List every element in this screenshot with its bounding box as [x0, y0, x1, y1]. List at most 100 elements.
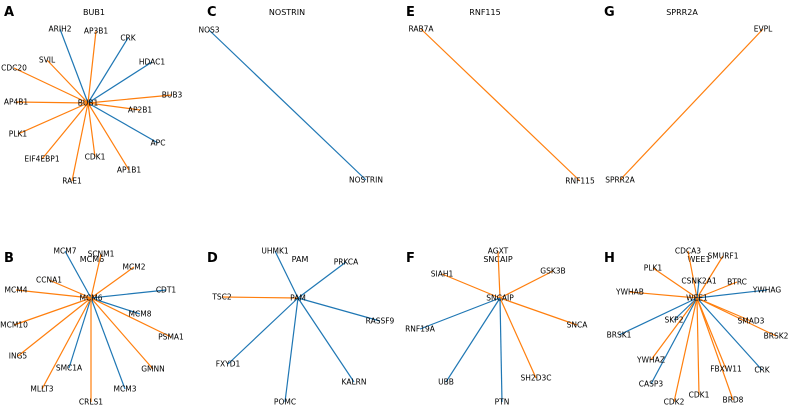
node-label-brsk2: BRSK2	[764, 332, 789, 341]
center-node-label: PAM	[290, 294, 306, 303]
node-label-crk: CRK	[120, 34, 136, 43]
edge-sncaip-ptn	[499, 297, 503, 403]
node-label-uhmk1: UHMK1	[261, 247, 289, 256]
panel-letter: B	[4, 251, 14, 266]
edge-mcm6-mcm3	[90, 297, 126, 390]
edge-bub1-apc	[87, 102, 159, 144]
edge-wee1-plk1	[652, 267, 698, 299]
edges	[420, 28, 581, 182]
edge-pam-kalrn	[297, 297, 355, 383]
node-label-mcm2: MCM2	[123, 263, 146, 272]
edge-mcm6-psma1	[90, 297, 172, 338]
center-node-label: NOSTRIN	[349, 176, 383, 185]
node-label-ap3b1: AP3B1	[84, 27, 109, 36]
edge-sncaip-siah1	[441, 273, 501, 299]
node-label-crk: CRK	[754, 366, 770, 375]
center-node-label: SNCAIP	[486, 294, 514, 303]
edge-mcm6-mcm2	[90, 266, 135, 299]
edge-bub1-ap3b1	[87, 30, 97, 104]
node-label-skp2: SKP2	[665, 316, 684, 325]
node-label-ing5: ING5	[9, 352, 28, 361]
node-label-fbxw11: FBXW11	[710, 365, 742, 374]
edge-wee1-ywhab	[629, 291, 698, 299]
edge-bub1-ap4b1	[15, 101, 89, 104]
node-label-evpl: EVPL	[754, 25, 773, 34]
edge-wee1-btrc	[696, 281, 738, 299]
edge-wee1-brsk1	[618, 297, 698, 336]
node-label-ubb: UBB	[438, 378, 454, 387]
node-label-ap2b1: AP2B1	[128, 106, 153, 115]
node-label-tsc2: TSC2	[211, 293, 232, 302]
node-label-brd8: BRD8	[723, 396, 744, 405]
panel-letter: D	[207, 251, 218, 266]
node-label-eif4ebp1: EIF4EBP1	[24, 155, 59, 164]
edge-bub1-ap1b1	[87, 102, 130, 171]
node-label-mcm3: MCM3	[114, 385, 137, 394]
edge-mcm6-mcm7	[64, 250, 92, 299]
edge-mcm6-mllt3	[41, 297, 92, 390]
edge-wee1-crk	[696, 297, 763, 371]
node-label-btrc: BTRC	[727, 278, 747, 287]
edge-wee1-ywhaz	[650, 297, 698, 361]
edge-wee1-cdca3	[687, 250, 698, 299]
node-label-smad3: SMAD3	[738, 317, 765, 326]
edge-pam-prkca	[297, 261, 347, 299]
edge-wee1-fbxw11	[696, 297, 727, 370]
edge-mcm6-mcm8	[90, 297, 141, 315]
panel-letter: H	[604, 251, 615, 266]
edge-wee1-csnk2a1	[696, 280, 700, 299]
edge-bub1-svil	[46, 59, 89, 104]
panel-title: PAM	[292, 255, 309, 264]
node-label-sh2d3c: SH2D3C	[521, 374, 552, 383]
edge-bub1-cdc20	[13, 67, 89, 104]
node-label-mcm10: MCM10	[0, 321, 28, 330]
edge-pam-fxyd1	[227, 297, 299, 365]
node-label-rnf19a: RNF19A	[405, 325, 436, 334]
node-label-mcm7: MCM7	[54, 247, 77, 256]
edge-wee1-brd8	[696, 297, 734, 401]
edge-wee1-ywhag	[696, 289, 768, 299]
edge-wee1-cdk2	[673, 297, 698, 403]
node-label-hdac1: HDAC1	[139, 58, 166, 67]
center-node-label: MCM6	[80, 294, 103, 303]
node-label-cdc20: CDC20	[1, 64, 27, 73]
panel-letter: F	[406, 251, 415, 266]
node-label-rab7a: RAB7A	[408, 25, 434, 34]
edge-mcm6-smc1a	[68, 297, 92, 369]
edge-mcm6-mcm4	[15, 289, 92, 299]
node-label-cdk1: CDK1	[689, 391, 710, 400]
panel-letter: G	[604, 5, 615, 20]
node-label-smc1a: SMC1A	[56, 364, 83, 373]
node-label-mllt3: MLLT3	[30, 385, 53, 394]
edge-sprr2a-evpl	[619, 28, 764, 181]
node-label-ap4b1: AP4B1	[4, 98, 29, 107]
node-label-csnk2a1: CSNK2A1	[681, 277, 716, 286]
node-label-kalrn: KALRN	[342, 378, 367, 387]
center-node-label: RNF115	[565, 177, 595, 186]
edge-wee1-cdk1	[696, 297, 700, 396]
node-label-crls1: CRLS1	[79, 398, 103, 407]
edges	[221, 250, 381, 403]
edges	[208, 29, 367, 181]
node-label-ap1b1: AP1B1	[117, 166, 142, 175]
node-label-gmnn: GMNN	[141, 365, 165, 374]
node-label-psma1: PSMA1	[158, 333, 184, 342]
edge-wee1-skp2	[673, 297, 698, 321]
node-label-cdca3: CDCA3	[675, 247, 701, 256]
edge-sncaip-rnf19a	[419, 297, 501, 330]
edge-nostrin-nos3	[208, 29, 367, 181]
node-label-scnm1: SCNM1	[88, 250, 115, 259]
panel-letter: E	[406, 5, 415, 20]
node-label-plk1: PLK1	[9, 130, 28, 139]
edge-rnf115-rab7a	[420, 28, 581, 182]
